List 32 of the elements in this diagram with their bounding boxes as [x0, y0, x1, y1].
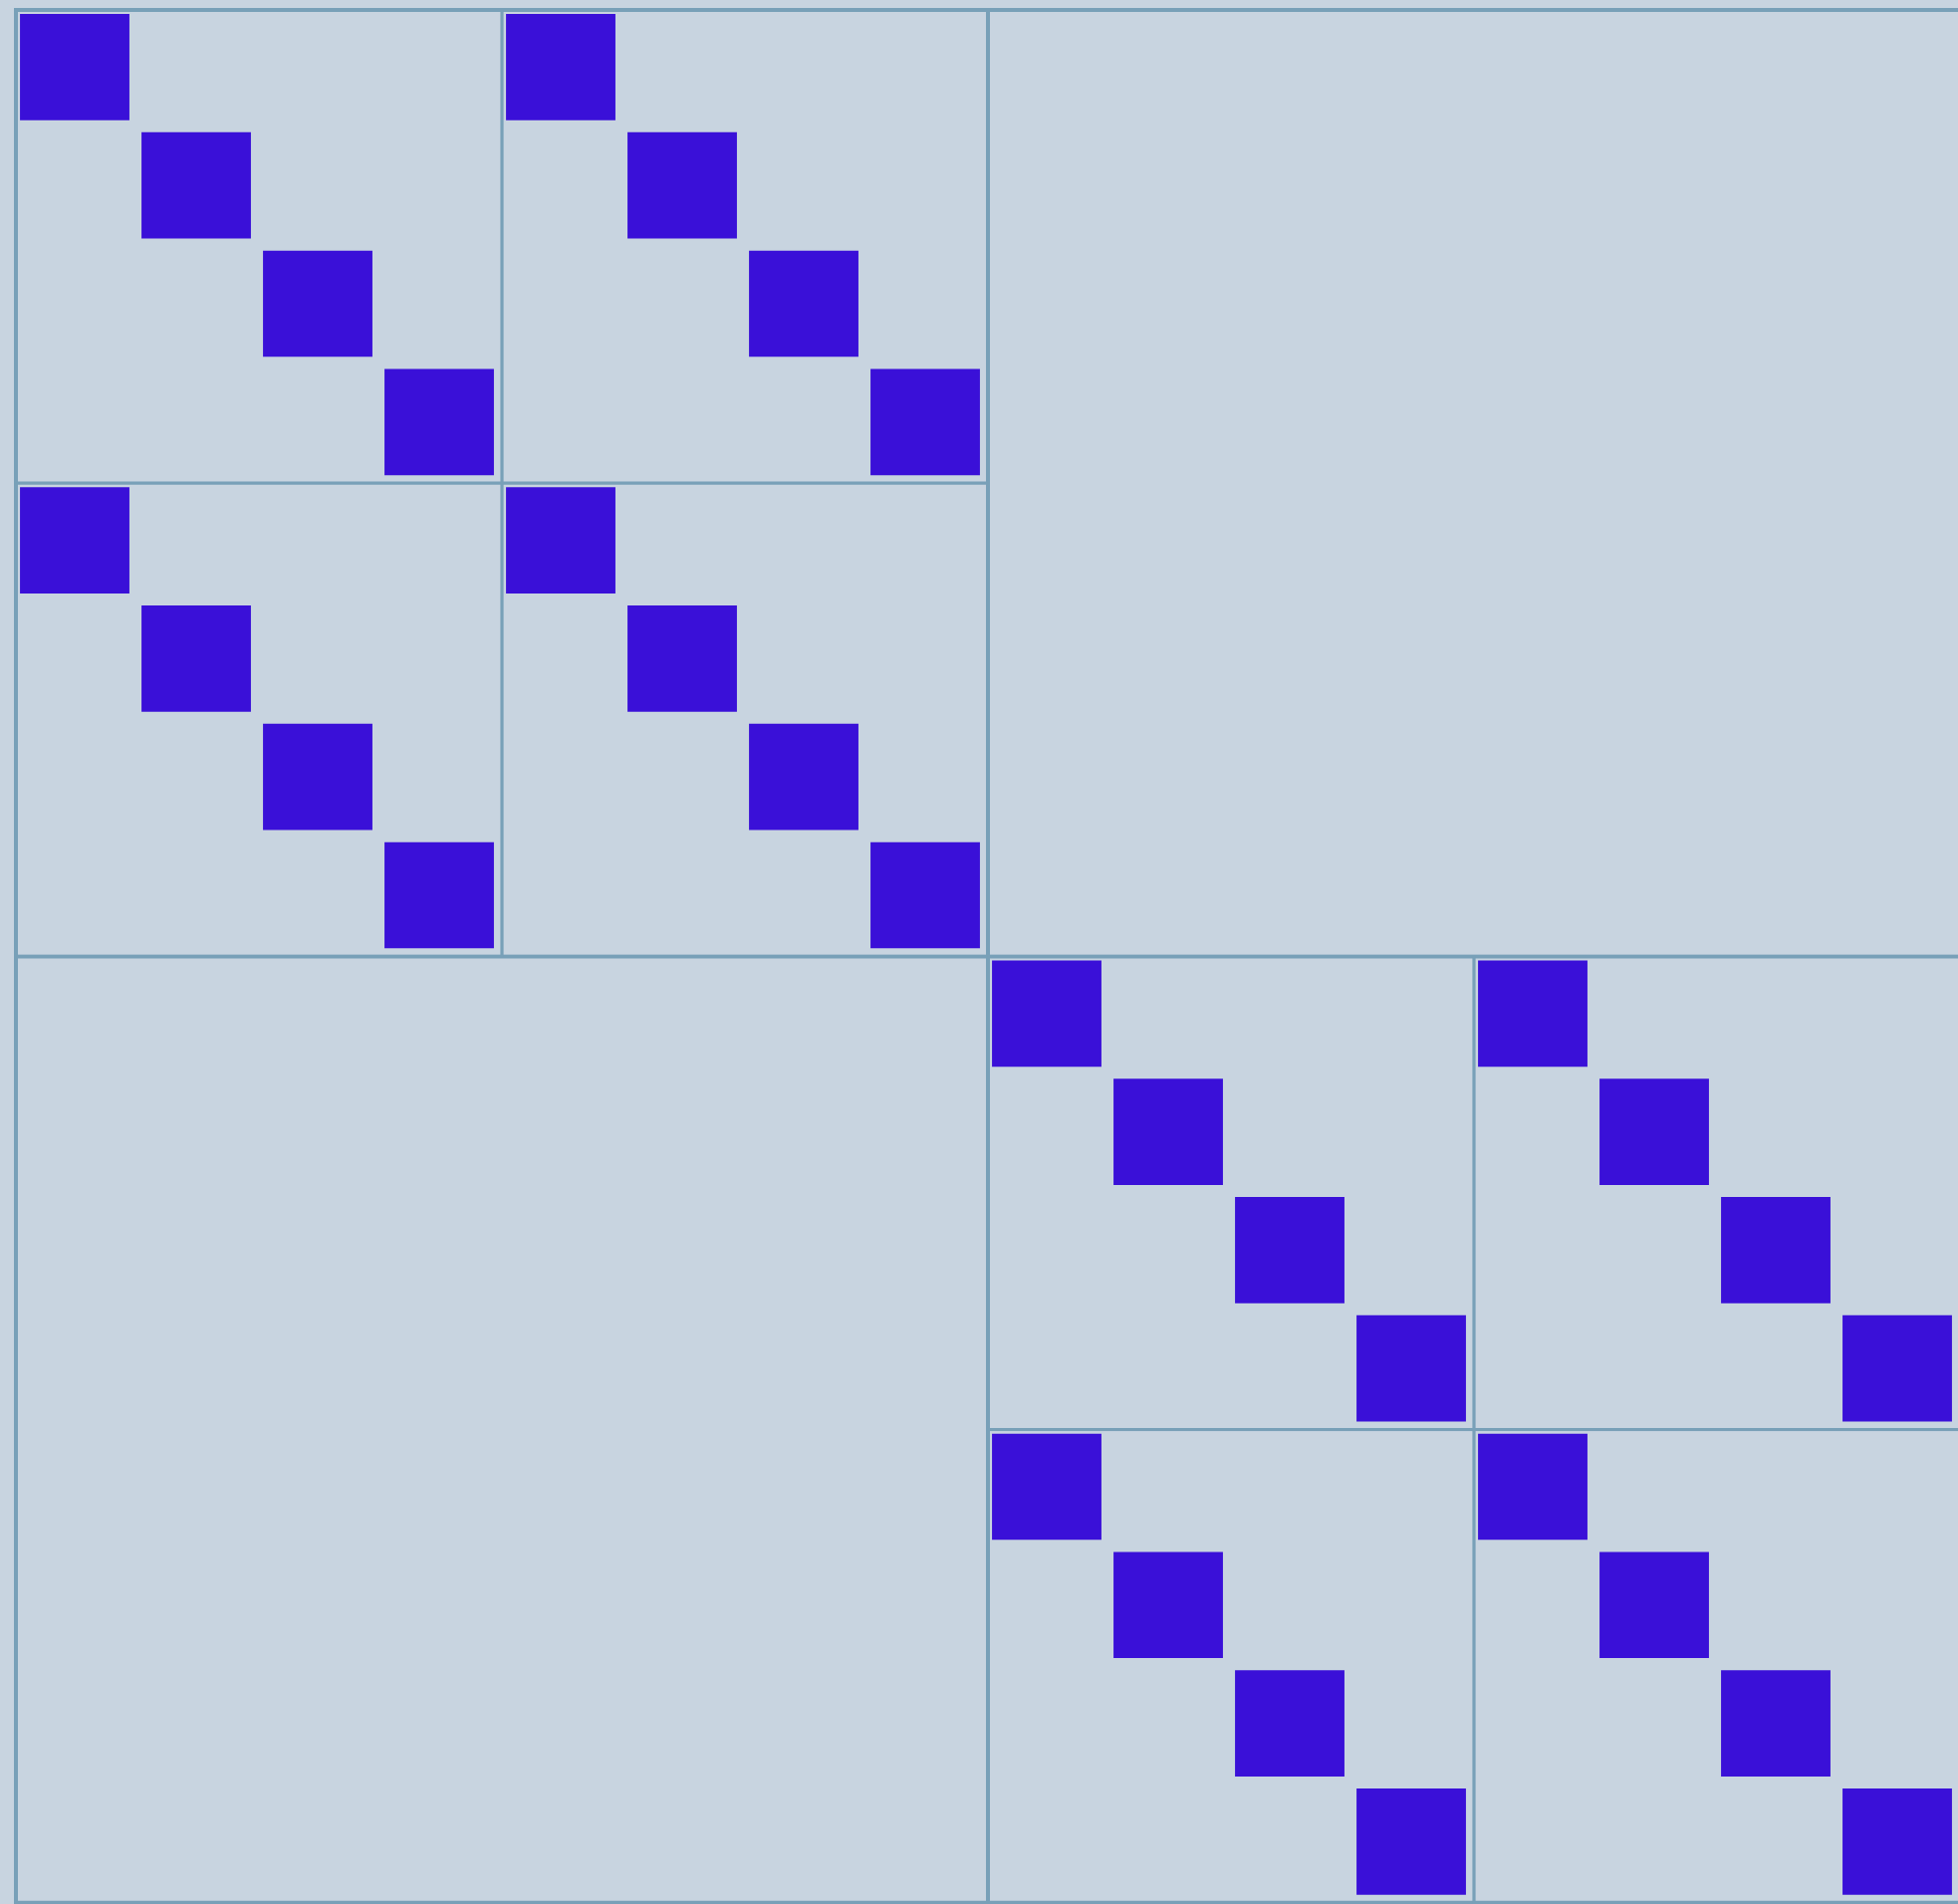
filled-square [263, 250, 372, 357]
filled-square [1356, 1788, 1466, 1895]
filled-square [1478, 960, 1588, 1068]
filled-square [141, 131, 251, 239]
filled-square [992, 960, 1101, 1068]
filled-square [749, 723, 858, 831]
filled-square [384, 841, 494, 949]
filled-square [20, 487, 129, 594]
filled-square [263, 723, 372, 831]
filled-square [1235, 1670, 1345, 1777]
filled-square [870, 368, 980, 476]
filled-square [1599, 1078, 1709, 1185]
filled-square [141, 605, 251, 712]
filled-square [1235, 1197, 1345, 1304]
filled-square [1842, 1788, 1952, 1895]
filled-square [749, 250, 858, 357]
filled-square [384, 368, 494, 476]
filled-square [1599, 1551, 1709, 1659]
filled-square [1113, 1078, 1223, 1185]
filled-square [627, 131, 737, 239]
filled-square [1113, 1551, 1223, 1659]
filled-square [506, 487, 615, 594]
filled-square [627, 605, 737, 712]
filled-square [1356, 1314, 1466, 1422]
filled-square [870, 841, 980, 949]
filled-square [20, 14, 129, 120]
filled-square [992, 1433, 1101, 1541]
filled-square [506, 14, 615, 120]
filled-square [1842, 1314, 1952, 1422]
filled-square [1721, 1670, 1831, 1777]
filled-square [1478, 1433, 1588, 1541]
filled-square [1721, 1197, 1831, 1304]
